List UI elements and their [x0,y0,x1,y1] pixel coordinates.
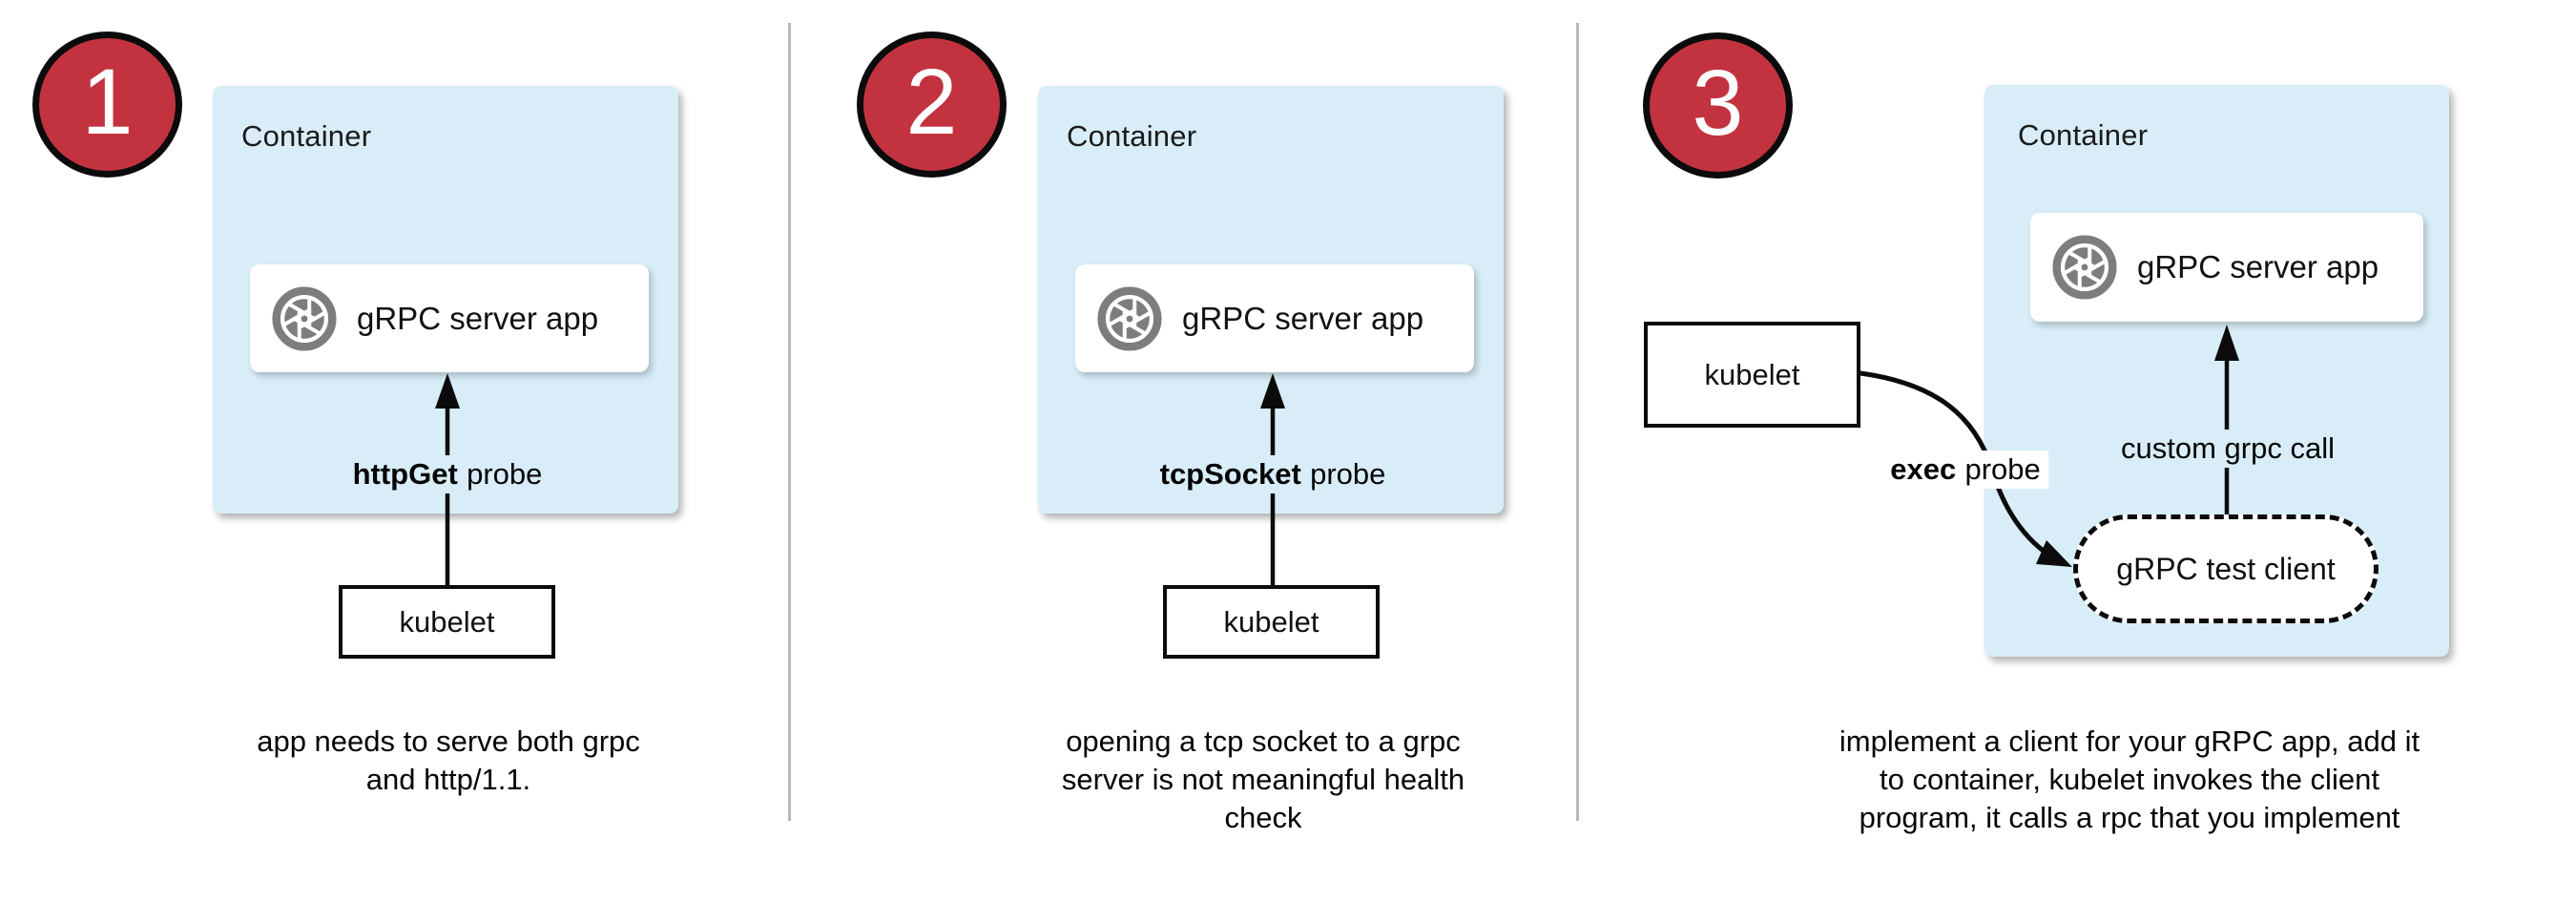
step-badge-2: 2 [857,31,1007,178]
probe-label-1: httpGet probe [344,455,551,493]
grpc-server-app-card-2: gRPC server app [1075,264,1474,372]
probe-keyword: tcpSocket [1159,457,1301,491]
caption-line: app needs to serve both grpc [257,724,640,758]
aperture-icon [272,285,337,351]
grpc-server-app-label: gRPC server app [1182,300,1424,336]
custom-grpc-call-text: custom grpc call [2121,431,2335,465]
grpc-test-client-label: gRPC test client [2116,551,2336,586]
kubelet-box-1: kubelet [339,585,555,659]
kubelet-label: kubelet [1704,357,1800,391]
caption-1: app needs to serve both grpc and http/1.… [257,723,640,799]
caption-2: opening a tcp socket to a grpc server is… [1062,723,1465,837]
caption-line: and http/1.1. [365,763,531,796]
caption-line: implement a client for your gRPC app, ad… [1839,724,2420,758]
container-label-1: Container [241,119,372,153]
step-badge-1: 1 [32,31,182,178]
aperture-icon [2052,235,2117,300]
caption-line: check [1224,801,1302,834]
probe-word: probe [467,457,543,491]
grpc-test-client-capsule: gRPC test client [2073,514,2379,623]
step-badge-3: 3 [1643,32,1793,178]
container-label-2: Container [1067,119,1197,153]
kubelet-label: kubelet [1223,604,1319,639]
probe-word: probe [1310,457,1386,491]
grpc-server-app-card-3: gRPC server app [2030,213,2423,322]
panel-divider-2 [1576,23,1579,821]
caption-3: implement a client for your gRPC app, ad… [1839,723,2420,837]
step-number: 1 [81,50,134,154]
container-label-3: Container [2018,118,2149,152]
probe-word: probe [1964,452,2041,486]
panel-divider-1 [788,23,791,821]
grpc-server-app-label: gRPC server app [357,300,599,336]
probe-keyword: httpGet [352,457,458,491]
aperture-icon [1097,285,1162,351]
caption-line: opening a tcp socket to a grpc [1066,724,1461,758]
custom-grpc-call-label: custom grpc call [2113,430,2342,468]
caption-line: program, it calls a rpc that you impleme… [1859,801,2400,834]
grpc-server-app-label: gRPC server app [2137,249,2379,284]
caption-line: to container, kubelet invokes the client [1880,763,2379,796]
probe-label-2: tcpSocket probe [1152,455,1394,493]
step-number: 2 [905,50,958,154]
grpc-server-app-card-1: gRPC server app [250,264,649,372]
kubelet-box-2: kubelet [1163,585,1380,659]
kubelet-box-3: kubelet [1644,322,1860,428]
step-number: 3 [1692,51,1744,155]
caption-line: server is not meaningful health [1061,763,1465,796]
kubelet-label: kubelet [399,604,495,639]
probe-keyword: exec [1890,452,1957,486]
